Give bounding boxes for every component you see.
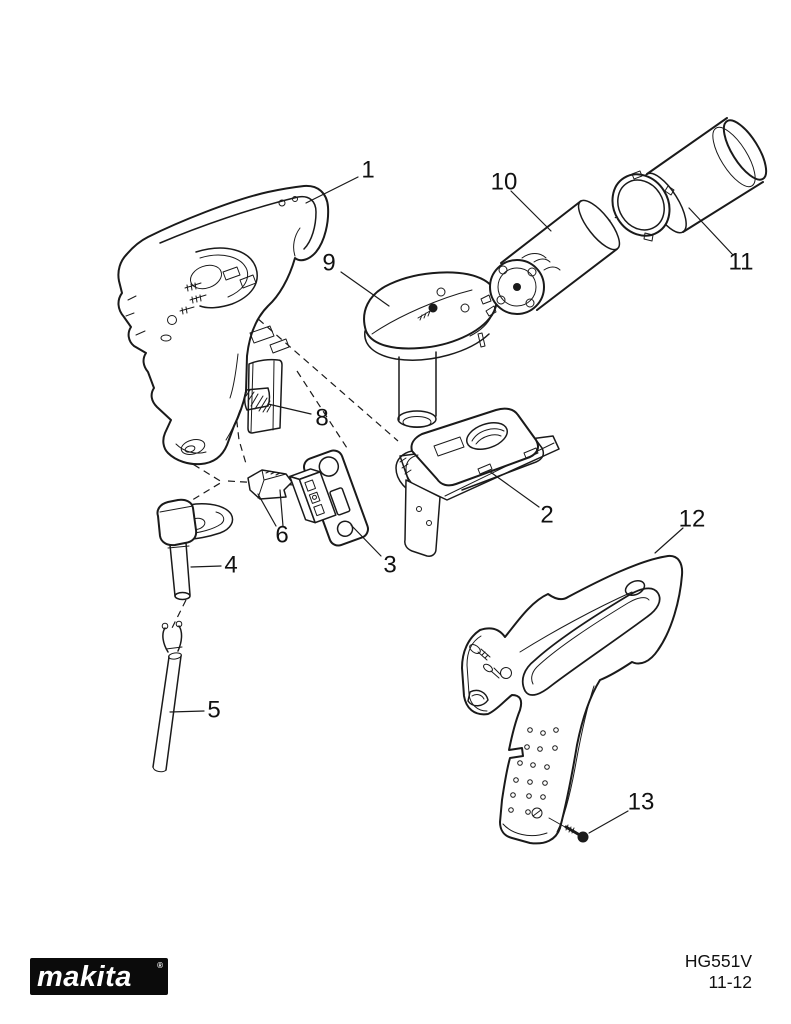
part-9-fan-housing [363,271,498,428]
part-11-barrel [611,117,768,242]
model-number: HG551V [684,951,752,971]
coil-hatching [245,389,272,413]
part-1-left-housing [117,184,330,466]
part-10-motor [480,199,621,317]
callout-8: 8 [315,404,329,432]
callout-5: 5 [207,696,221,724]
grip-details [502,685,595,837]
callout-1: 1 [361,156,375,184]
callout-11: 11 [728,248,754,276]
leader-lines [169,176,734,834]
part-2-switch-mount [395,407,560,557]
callout-4: 4 [224,551,238,579]
callout-9: 9 [322,249,336,277]
callout-13: 13 [627,788,655,816]
callout-3: 3 [383,551,397,579]
part-12-right-housing [461,554,684,845]
fan-housing-screw [417,303,438,321]
part-8-coil-element [243,358,283,434]
housing-screw-details [160,282,207,342]
callout-12: 12 [678,505,706,533]
part-6-clip [247,469,293,500]
callout-10: 10 [490,168,518,196]
retaining-ring [611,170,675,242]
part-5-pipe [152,620,183,773]
callout-2: 2 [540,501,554,529]
page-reference: 11-12 [708,972,752,992]
part-4-sleeve [156,498,234,601]
makita-logo: makita ® [30,958,168,995]
part-13-screw [548,817,589,843]
registered-trademark-symbol: ® [157,961,163,970]
fan-face-details [466,635,512,712]
callout-6: 6 [275,521,289,549]
part-3-switch [289,449,369,547]
model-block: HG551V 11-12 [685,951,752,993]
makita-logo-wordmark: makita [37,961,132,993]
